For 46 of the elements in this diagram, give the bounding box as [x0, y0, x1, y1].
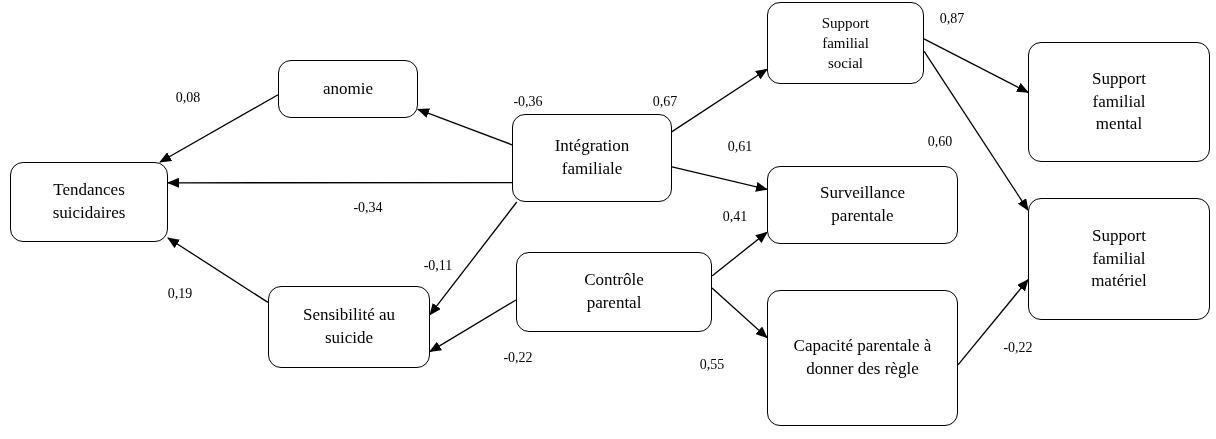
node-text: Tendances suicidaires	[51, 179, 127, 224]
arrow	[957, 278, 1029, 366]
node-text: Sensibilité au suicide	[301, 304, 397, 349]
arrow	[923, 50, 1029, 212]
rounded-box	[512, 114, 672, 202]
arrow	[167, 237, 269, 304]
rounded-box	[268, 286, 430, 368]
rounded-box	[767, 166, 958, 244]
arrow	[711, 231, 768, 277]
rounded-box	[767, 290, 958, 426]
rounded-box	[516, 252, 712, 332]
arrow	[711, 287, 768, 339]
node-text: anomie	[322, 77, 373, 100]
rounded-box	[1028, 42, 1210, 162]
node-text: Intégration familiale	[553, 135, 631, 180]
edge-label: 0,19	[165, 286, 195, 302]
node-text: Support familial social	[820, 13, 871, 74]
edge-label: 0,67	[650, 94, 680, 110]
edge-label: -0,11	[421, 258, 455, 274]
arrow	[671, 166, 768, 192]
edge-label: -0,36	[511, 94, 545, 110]
edge-label: 0,87	[937, 11, 967, 27]
rounded-box	[1028, 198, 1210, 320]
edge-label: -0,22	[501, 350, 535, 366]
arrow	[159, 94, 279, 163]
node-text: Support familial matériel	[1090, 224, 1148, 293]
rounded-box	[10, 162, 168, 242]
edge-label: 0,61	[725, 139, 755, 155]
node-text: Capacité parentale à donner des règle	[792, 335, 933, 380]
arrow	[923, 38, 1029, 94]
rounded-box	[767, 2, 924, 84]
arrow	[671, 68, 768, 133]
edge-label: -0,34	[351, 200, 385, 216]
edge-label: 0,08	[173, 90, 203, 106]
edge-label: 0,41	[720, 209, 750, 225]
rounded-box	[278, 60, 418, 118]
edge-label: -0,22	[1001, 340, 1035, 356]
arrow	[417, 108, 513, 146]
node-text: Contrôle parental	[583, 269, 645, 314]
edge-label: 0,55	[697, 357, 727, 373]
arrow	[167, 177, 513, 188]
node-text: Surveillance parentale	[819, 182, 906, 227]
node-text: Support familial mental	[1091, 67, 1147, 136]
edge-label: 0,60	[925, 134, 955, 150]
arrow	[429, 201, 518, 316]
arrow	[429, 299, 517, 353]
